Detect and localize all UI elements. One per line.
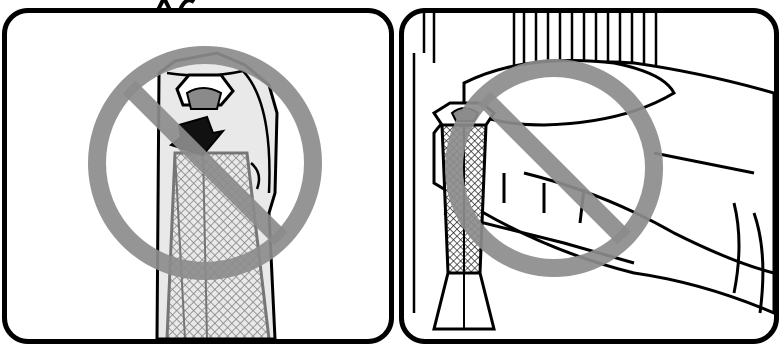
bed-illustration xyxy=(404,13,774,339)
draped-cover xyxy=(157,53,277,339)
illustration-panel-bed xyxy=(399,8,779,344)
illustration-panel-cover xyxy=(2,8,394,344)
cover-illustration xyxy=(7,13,389,339)
